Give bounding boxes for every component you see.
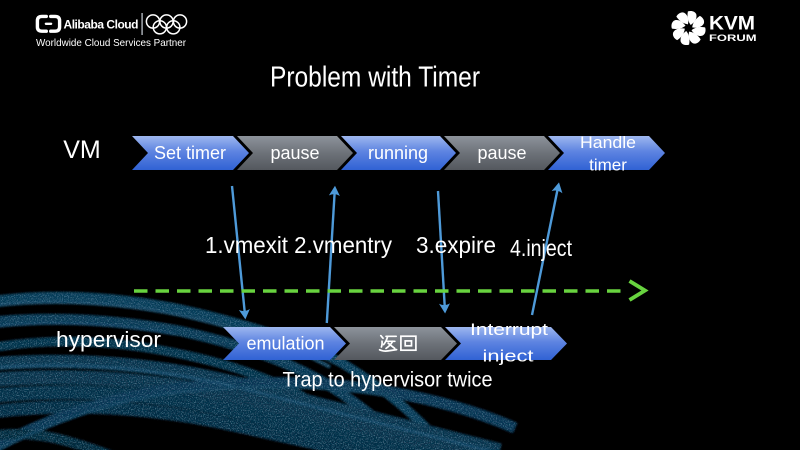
svg-text:FORUM: FORUM (709, 33, 757, 44)
svg-text:inject: inject (483, 347, 534, 366)
svg-text:Handle: Handle (580, 133, 636, 152)
svg-text:Trap to hypervisor twice: Trap to hypervisor twice (283, 368, 493, 392)
svg-text:timer: timer (589, 156, 627, 175)
svg-text:Worldwide Cloud Services Partn: Worldwide Cloud Services Partner (36, 38, 187, 49)
svg-text:running: running (368, 143, 428, 163)
svg-text:Interrupt: Interrupt (470, 320, 548, 339)
svg-text:Set timer: Set timer (154, 143, 226, 163)
svg-text:pause: pause (477, 143, 526, 163)
svg-text:hypervisor: hypervisor (56, 327, 161, 352)
svg-text:3.expire: 3.expire (416, 232, 496, 258)
svg-text:Problem with Timer: Problem with Timer (270, 62, 480, 94)
svg-text:VM: VM (63, 136, 101, 164)
svg-text:4.inject: 4.inject (510, 235, 573, 261)
svg-text:1.vmexit 2.vmentry: 1.vmexit 2.vmentry (205, 232, 392, 258)
svg-text:emulation: emulation (247, 334, 325, 354)
svg-text:pause: pause (270, 143, 319, 163)
svg-text:KVM: KVM (709, 13, 755, 34)
svg-text:Alibaba Cloud: Alibaba Cloud (64, 18, 139, 32)
